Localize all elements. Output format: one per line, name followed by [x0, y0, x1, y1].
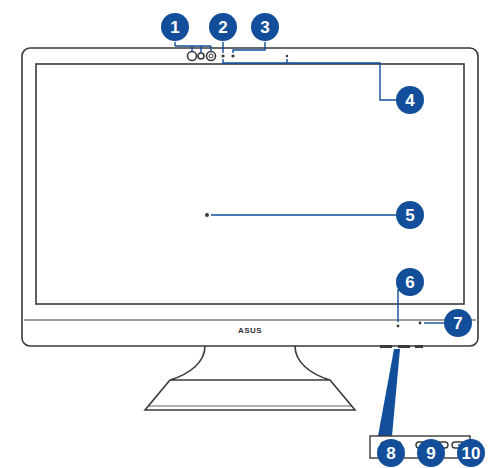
callout-number: 8 [386, 445, 395, 462]
callout-circles [161, 13, 485, 467]
camera-indicator [221, 54, 224, 57]
camera [188, 52, 197, 61]
stand-neck [170, 346, 330, 380]
stand-base [145, 380, 355, 410]
callout-number: 10 [462, 445, 481, 462]
callout-number: 5 [405, 207, 414, 224]
zoom-wedge [378, 349, 400, 436]
callout-number: 7 [453, 315, 462, 332]
screen-dot [205, 213, 209, 217]
led [419, 322, 422, 325]
led [397, 325, 400, 328]
screen [36, 64, 464, 304]
microphone [286, 55, 288, 57]
sensor [231, 54, 234, 57]
callout-number: 4 [405, 92, 414, 109]
monitor-housing [22, 48, 478, 346]
camera [198, 53, 204, 59]
callout-number: 2 [218, 19, 227, 36]
button [415, 345, 423, 348]
button [398, 345, 410, 348]
callout-number: 9 [426, 445, 435, 462]
brand-logo: ASUS [238, 327, 262, 335]
callout-number: 6 [405, 274, 414, 291]
camera [207, 52, 216, 61]
callout-number: 1 [170, 19, 179, 36]
button [380, 345, 392, 348]
callout-number: 3 [260, 19, 269, 36]
